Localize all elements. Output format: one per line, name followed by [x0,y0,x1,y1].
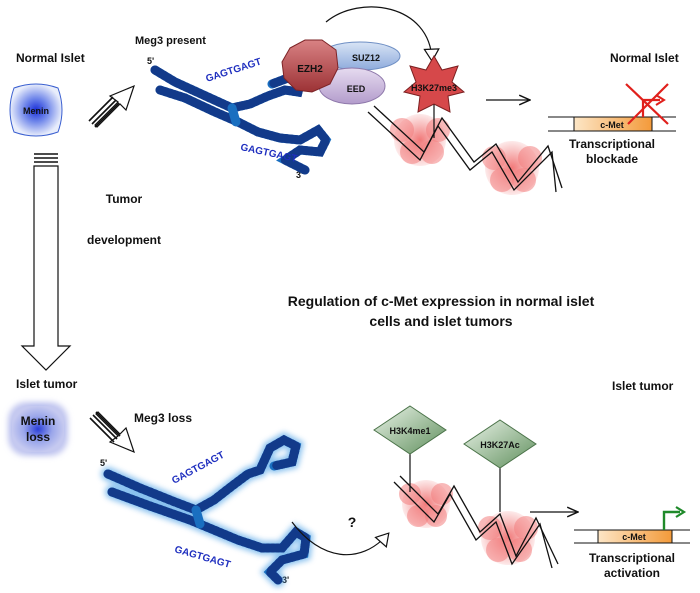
normal-islet-left-label: Normal Islet [16,51,85,65]
ezh2-subunit [281,39,339,93]
outcome-top-line1: Transcriptional [569,137,655,151]
seq-upper-bottom: GAGTGAGT [170,450,226,487]
activation-arrow [662,510,680,530]
eed-label: EED [347,84,366,94]
c-met-label-top: c-Met [600,120,624,130]
h3k27ac-mark: H3K27Ac [463,419,537,512]
islet-tumor-cell: Menin loss [8,402,68,456]
normal-islet-cell: Menin [9,83,63,137]
normal-islet-right-label: Normal Islet [610,51,679,65]
five-prime-bottom: 5' [100,458,107,468]
tumor-development-arrow [20,153,72,371]
five-prime-top: 5' [147,56,154,66]
h3k27me3-label: H3K27me3 [411,83,457,93]
menin-loss-label-line1: Menin [21,414,56,428]
title-line1: Regulation of c-Met expression in normal… [288,293,595,309]
tumor-development-line1: Tumor [106,192,143,206]
meg3-rna-structure-bottom [101,432,314,587]
chromatin-top [367,105,563,195]
meg3-loss-arrow [89,411,135,454]
meg3-loss-label: Meg3 loss [134,411,192,425]
h3k4me1-mark: H3K4me1 [373,405,447,492]
menin-loss-label-line2: loss [26,430,50,444]
prc2-complex: EZH2 SUZ12 EED [281,39,401,105]
outcome-bottom-line1: Transcriptional [589,551,675,565]
meg3-present-arrow [88,84,135,128]
c-met-label-bottom: c-Met [622,532,646,542]
islet-tumor-left-label: Islet tumor [16,377,78,391]
ezh2-label: EZH2 [297,64,323,75]
seq-upper-top: GAGTGAGT [205,57,263,85]
tumor-development-line2: development [87,233,161,247]
suz12-label: SUZ12 [352,53,380,63]
recruitment-curved-arrow [325,6,440,63]
h3k27ac-label: H3K27Ac [480,440,520,450]
h3k27me3-mark: H3K27me3 [402,54,466,138]
c-met-gene-top: c-Met [548,83,676,132]
menin-label: Menin [23,106,49,116]
meg3-present-label: Meg3 present [135,35,206,47]
outcome-top-line2: blockade [586,152,638,166]
chromatin-change-curved-arrow [291,521,390,556]
unknown-mechanism-mark: ? [348,514,357,530]
c-met-gene-bottom: c-Met [574,506,690,544]
chromatin-bottom [393,475,559,569]
three-prime-top: 3' [296,170,303,180]
three-prime-bottom: 3' [282,575,289,585]
seq-lower-top: GAGTGAGT [239,142,298,165]
title-line2: cells and islet tumors [369,313,512,329]
islet-tumor-right-label: Islet tumor [612,379,674,393]
outcome-bottom-line2: activation [604,566,660,580]
h3k4me1-label: H3K4me1 [389,426,430,436]
seq-lower-bottom: GAGTGAGT [173,544,232,571]
